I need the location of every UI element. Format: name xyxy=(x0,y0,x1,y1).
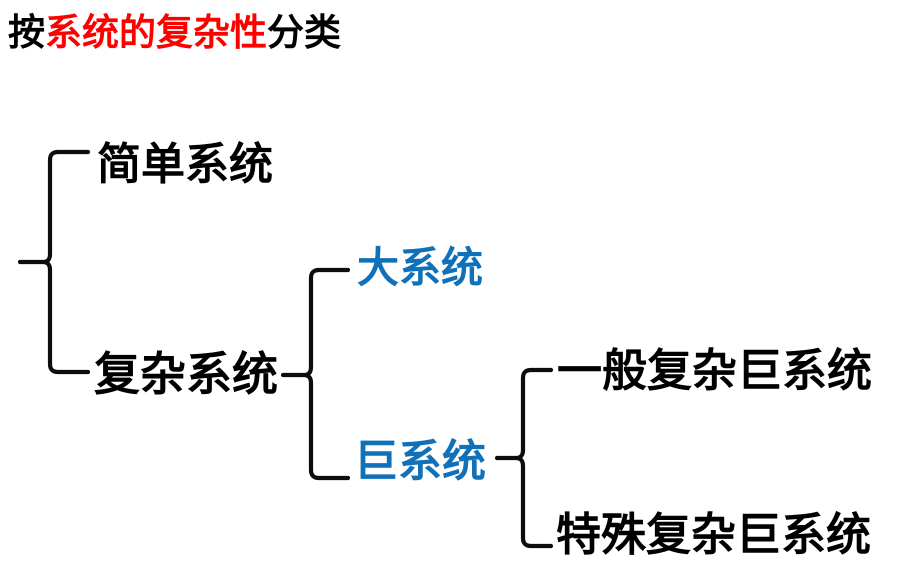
page-title: 按系统的复杂性分类 xyxy=(8,11,341,55)
bracket-level2 xyxy=(280,267,351,481)
title-segment-prefix: 按 xyxy=(8,11,45,54)
title-segment-highlight: 系统的复杂性 xyxy=(45,11,267,54)
node-giant-system: 巨系统 xyxy=(354,436,486,487)
node-simple-system: 简单系统 xyxy=(97,139,273,190)
node-complex-system: 复杂系统 xyxy=(94,347,278,401)
bracket-level3 xyxy=(494,367,554,549)
node-general-complex-giant-system: 一般复杂巨系统 xyxy=(557,344,873,397)
bracket-level1 xyxy=(17,149,91,375)
title-segment-suffix: 分类 xyxy=(267,11,341,54)
node-large-system: 大系统 xyxy=(357,243,484,292)
node-special-complex-giant-system: 特殊复杂巨系统 xyxy=(556,508,872,561)
